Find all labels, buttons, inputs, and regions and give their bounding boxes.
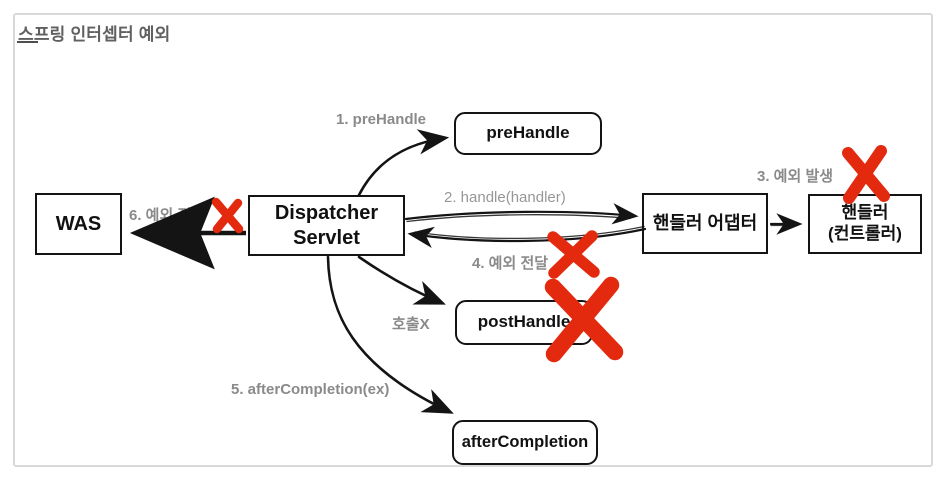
node-was-label: WAS (55, 212, 102, 235)
node-handler-adapter: 핸들러 어댑터 (642, 193, 768, 254)
node-posthandle: postHandle (455, 300, 593, 345)
edge-label-step6: 6. 예외 전달 (129, 207, 206, 224)
node-aftercompletion: afterCompletion (452, 420, 598, 465)
node-dispatcher-line1: Dispatcher (274, 202, 379, 225)
node-aftercompletion-label: afterCompletion (461, 433, 589, 452)
edge-label-step5: 5. afterCompletion(ex) (231, 381, 390, 398)
edge-label-step1: 1. preHandle (336, 111, 427, 128)
node-prehandle-label: preHandle (486, 123, 570, 143)
node-posthandle-label: postHandle (477, 312, 571, 332)
title-underline-mark (17, 41, 38, 43)
node-handler-line2: (컨트롤러) (828, 224, 902, 243)
diagram-title: 스프링 인터셉터 예외 (18, 25, 171, 44)
edge-label-step3: 3. 예외 발생 (757, 168, 834, 185)
node-was: WAS (35, 193, 122, 255)
diagram-frame (13, 13, 933, 467)
node-handler-adapter-label: 핸들러 어댑터 (652, 212, 758, 233)
node-dispatcher-servlet: Dispatcher Servlet (248, 195, 405, 256)
node-dispatcher-line2: Servlet (293, 226, 360, 249)
edge-label-step4: 4. 예외 전달 (472, 255, 549, 272)
edge-label-no-call: 호출X (392, 316, 430, 333)
node-prehandle: preHandle (454, 112, 602, 155)
node-handler-controller: 핸들러 (컨트롤러) (808, 194, 922, 254)
edge-label-step2: 2. handle(handler) (444, 189, 566, 206)
node-handler-line1: 핸들러 (841, 203, 889, 223)
